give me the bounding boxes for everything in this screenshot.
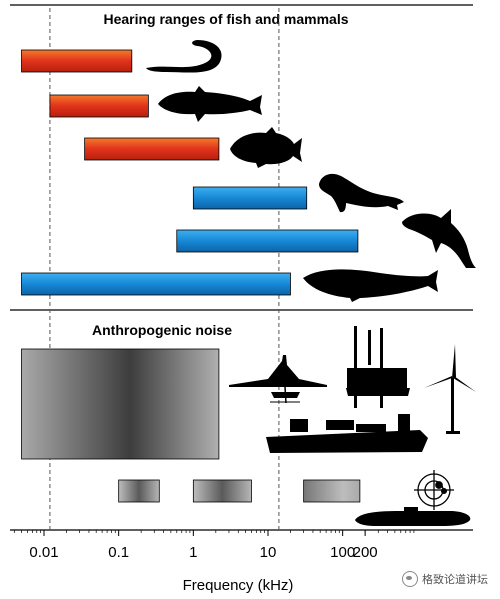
hearing-bar-1-0 xyxy=(192,186,308,210)
hearing-bar-1-2 xyxy=(21,272,291,296)
watermark-text: 格致论道讲坛 xyxy=(422,573,488,586)
x-tick-label-2: 1 xyxy=(189,544,197,561)
wechat-icon xyxy=(402,571,418,587)
oil-platform-icon xyxy=(229,355,327,404)
noise-band-0 xyxy=(21,348,220,460)
submarine-icon xyxy=(355,507,471,526)
drilling-rig-icon xyxy=(346,326,410,408)
x-tick-label-3: 10 xyxy=(260,544,277,561)
fish-icon xyxy=(230,127,302,168)
eel-icon xyxy=(146,40,222,73)
noise-band-1 xyxy=(118,479,160,503)
x-tick-label-5: 200 xyxy=(353,544,378,561)
cod-icon xyxy=(158,86,262,122)
hearing-bar-0-2 xyxy=(84,137,220,161)
x-tick-label-4: 100 xyxy=(330,544,355,561)
sonar-target-icon xyxy=(414,470,454,510)
wind-turbine-icon xyxy=(424,344,476,434)
watermark: 格致论道讲坛 xyxy=(402,571,488,587)
seal-icon xyxy=(319,173,404,213)
dolphin-icon xyxy=(402,209,476,268)
x-axis-label: Frequency (kHz) xyxy=(183,577,294,594)
x-tick-label-0: 0.01 xyxy=(29,544,58,561)
whale-icon xyxy=(303,269,438,302)
panel-title-hearing: Hearing ranges of fish and mammals xyxy=(103,11,348,27)
noise-band-3 xyxy=(303,479,361,503)
panel-title-noise: Anthropogenic noise xyxy=(92,322,232,338)
hearing-bar-1-1 xyxy=(176,229,359,253)
hearing-bar-0-0 xyxy=(21,49,133,73)
x-tick-label-1: 0.1 xyxy=(108,544,129,561)
hearing-bar-0-1 xyxy=(49,94,149,118)
cargo-ship-icon xyxy=(266,414,428,453)
noise-band-2 xyxy=(192,479,252,503)
